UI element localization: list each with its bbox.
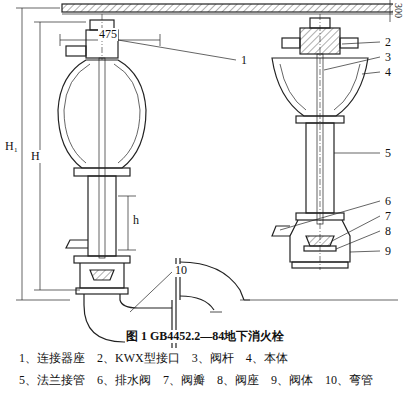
dimension-label: 475 [98, 28, 118, 41]
part-name: 1、连接器座 [18, 352, 86, 365]
callout-number: 6 [384, 195, 392, 208]
callout-number: 1 [240, 54, 248, 67]
part-name: 7、阀瓣 [162, 374, 206, 387]
part-name: 8、阀座 [216, 374, 260, 387]
part-name: 6、排水阀 [96, 374, 152, 387]
dimension-label: 300 [393, 2, 404, 19]
dimension-label: H₁ [4, 140, 19, 153]
part-name: 3、阀杆 [191, 352, 235, 365]
part-name: 10、弯管 [324, 374, 374, 387]
dimension-label: h [132, 214, 140, 227]
part-name: 5、法兰接管 [18, 374, 86, 387]
callout-number: 8 [384, 225, 392, 238]
dimension-label: H [30, 150, 41, 163]
part-name: 9、阀体 [270, 374, 314, 387]
callout-number: 5 [384, 147, 392, 160]
part-name: 2、KWX型接口 [96, 352, 181, 365]
callout-number: 4 [384, 66, 392, 79]
figure-caption: 图 1 GB4452.2—84地下消火栓 [125, 330, 285, 343]
callout-number: 7 [384, 210, 392, 223]
callout-number: 9 [384, 245, 392, 258]
callout-number: 2 [384, 36, 392, 49]
callout-number: 3 [384, 51, 392, 64]
callout-number: 10 [174, 264, 188, 277]
part-name: 4、本体 [245, 352, 289, 365]
